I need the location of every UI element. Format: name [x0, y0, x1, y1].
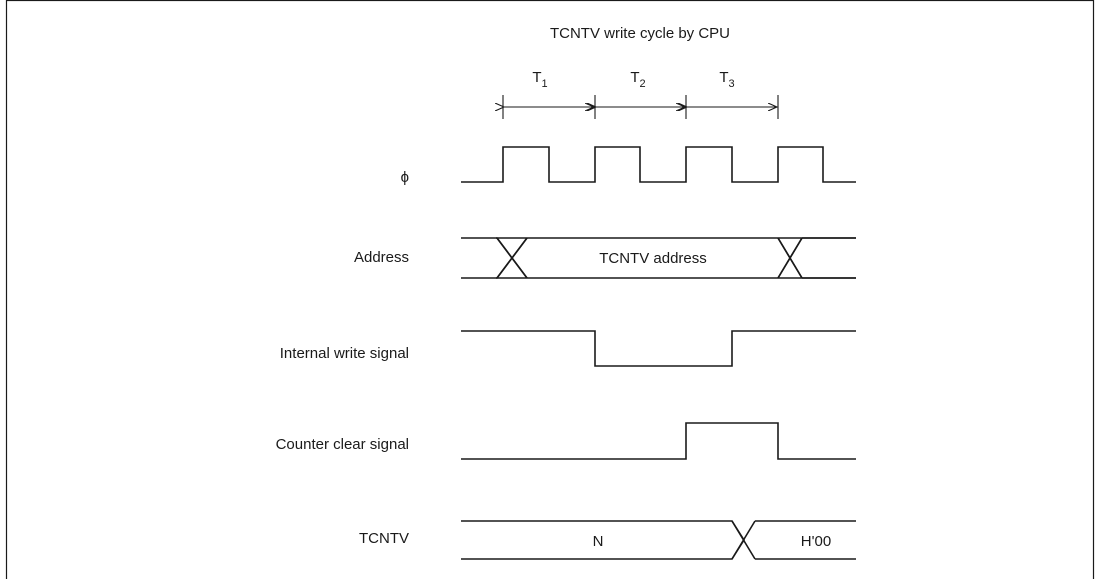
signal-label-tcntv: TCNTV: [359, 530, 409, 547]
clear-signal-waveform: [461, 422, 856, 460]
period-label-t3: T3: [719, 69, 734, 90]
address-bus-value: TCNTV address: [599, 250, 707, 267]
signal-label-clear: Counter clear signal: [276, 436, 409, 453]
period-label-t2: T2: [630, 69, 645, 90]
tcntv-value-after: H'00: [801, 533, 831, 550]
signal-label-clock: ϕ: [401, 169, 409, 186]
diagram-title: TCNTV write cycle by CPU: [550, 25, 730, 42]
signal-label-write: Internal write signal: [280, 345, 409, 362]
tcntv-value-before: N: [593, 533, 604, 550]
tcntv-bus-waveform: [461, 520, 856, 560]
address-mask-left: [460, 236, 496, 280]
tcntv-bus-cross-left: [731, 520, 745, 560]
write-signal-waveform: [461, 330, 856, 367]
clock-waveform: [461, 146, 856, 183]
address-bus-right: [789, 237, 856, 279]
figure-border: [5, 0, 1095, 584]
period-label-t1: T1: [532, 69, 547, 90]
signal-label-address: Address: [354, 249, 409, 266]
